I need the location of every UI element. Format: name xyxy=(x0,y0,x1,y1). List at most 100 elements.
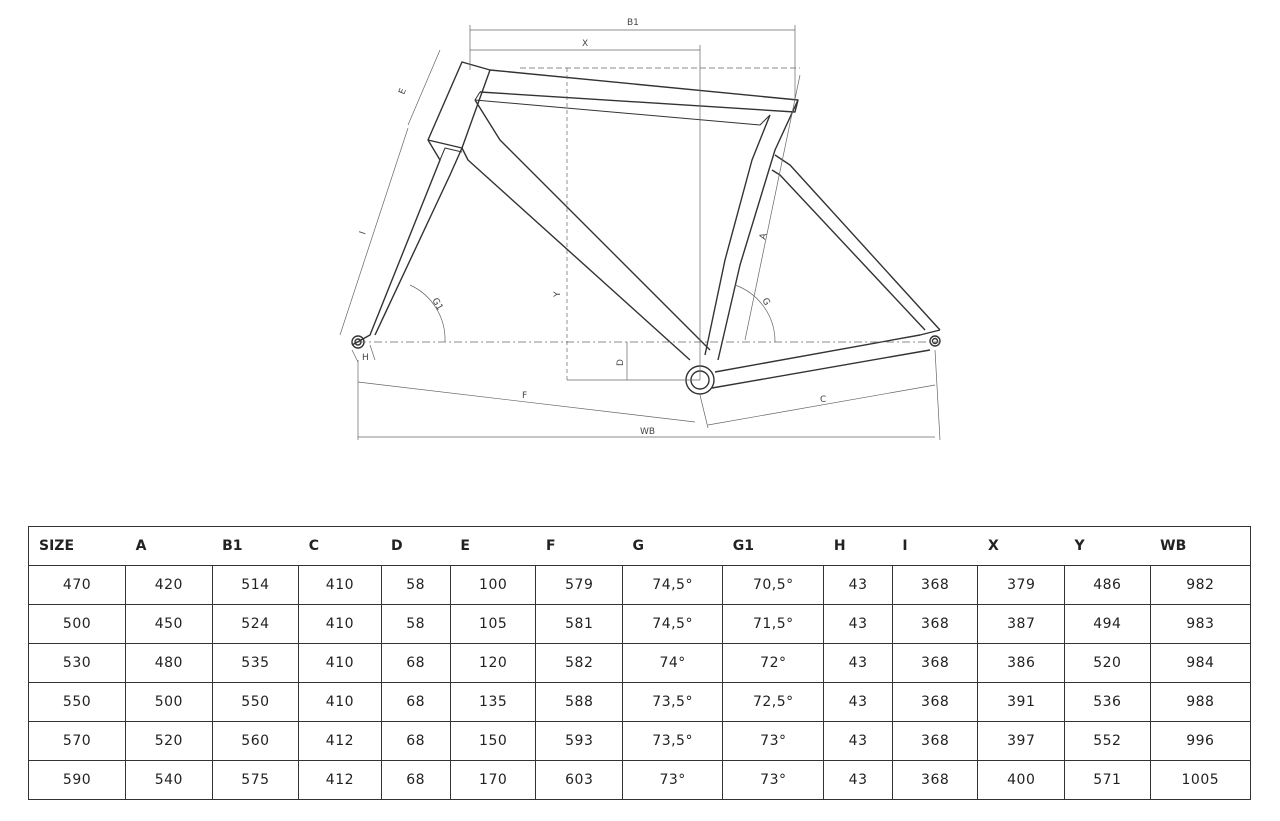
table-cell: 43 xyxy=(823,760,893,800)
table-cell: 379 xyxy=(977,565,1065,605)
table-cell: 73,5° xyxy=(621,682,724,722)
table-cell: 68 xyxy=(380,721,451,761)
down-tube xyxy=(461,99,711,361)
table-cell: 983 xyxy=(1149,604,1252,644)
table-cell: 100 xyxy=(449,565,537,605)
table-cell: 73° xyxy=(722,721,825,761)
table-cell: 500 xyxy=(27,604,127,644)
table-cell: 71,5° xyxy=(722,604,825,644)
table-cell: 582 xyxy=(535,643,623,683)
table-cell: 571 xyxy=(1064,760,1151,800)
table-cell: 500 xyxy=(125,682,213,722)
table-cell: 988 xyxy=(1149,682,1252,722)
table-cell: 524 xyxy=(211,604,300,644)
table-cell: 43 xyxy=(823,565,893,605)
top-tube xyxy=(479,69,799,113)
table-cell: 486 xyxy=(1064,565,1151,605)
table-cell: 105 xyxy=(449,604,537,644)
table-cell: 368 xyxy=(891,760,979,800)
table-cell: 74,5° xyxy=(621,565,724,605)
table-cell: 68 xyxy=(380,682,451,722)
table-cell: 450 xyxy=(125,604,213,644)
table-cell: 410 xyxy=(298,565,382,605)
table-cell: 397 xyxy=(977,721,1065,761)
label-c: C xyxy=(820,395,826,405)
table-cell: 400 xyxy=(977,760,1065,800)
table-cell: 368 xyxy=(891,604,979,644)
table-cell: 368 xyxy=(891,643,979,683)
column-header: B1 xyxy=(212,526,299,566)
table-cell: 570 xyxy=(27,721,127,761)
table-cell: 120 xyxy=(449,643,537,683)
table-cell: 590 xyxy=(27,760,127,800)
dimension-lines xyxy=(339,25,941,441)
table-cell: 58 xyxy=(380,604,451,644)
column-header: A xyxy=(125,526,213,566)
table-cell: 530 xyxy=(27,643,127,683)
table-cell: 520 xyxy=(125,721,213,761)
frame-geometry-diagram: B1 X E I G1 H Y D F WB C A G xyxy=(339,18,941,441)
column-header: I xyxy=(892,526,978,566)
table-cell: 514 xyxy=(211,565,300,605)
table-cell: 540 xyxy=(125,760,213,800)
table-cell: 368 xyxy=(891,565,979,605)
frame-drawing xyxy=(351,61,941,395)
table-cell: 58 xyxy=(380,565,451,605)
table-cell: 588 xyxy=(535,682,623,722)
table-cell: 520 xyxy=(1064,643,1151,683)
table-cell: 410 xyxy=(298,682,382,722)
table-cell: 550 xyxy=(211,682,300,722)
table-cell: 984 xyxy=(1149,643,1252,683)
table-cell: 391 xyxy=(977,682,1065,722)
table-cell: 43 xyxy=(823,604,893,644)
table-cell: 410 xyxy=(298,604,382,644)
table-cell: 368 xyxy=(891,682,979,722)
table-cell: 43 xyxy=(823,643,893,683)
table-cell: 575 xyxy=(211,760,300,800)
table-cell: 1005 xyxy=(1149,760,1252,800)
label-i: I xyxy=(358,230,368,236)
column-header: F xyxy=(535,526,623,566)
table-cell: 412 xyxy=(298,760,382,800)
label-wb: WB xyxy=(640,427,655,437)
table-cell: 70,5° xyxy=(722,565,825,605)
table-cell: 552 xyxy=(1064,721,1151,761)
label-d: D xyxy=(616,359,626,366)
column-header: G xyxy=(622,526,723,566)
table-cell: 43 xyxy=(823,721,893,761)
table-cell: 74° xyxy=(621,643,724,683)
table-cell: 73,5° xyxy=(621,721,724,761)
label-b1: B1 xyxy=(627,18,639,28)
column-header: G1 xyxy=(722,526,824,566)
table-cell: 43 xyxy=(823,682,893,722)
column-header: H xyxy=(823,526,893,566)
seat-tube xyxy=(704,99,799,361)
table-cell: 150 xyxy=(449,721,537,761)
table-cell: 73° xyxy=(621,760,724,800)
column-header: WB xyxy=(1150,526,1252,566)
table-cell: 74,5° xyxy=(621,604,724,644)
table-cell: 535 xyxy=(211,643,300,683)
table-cell: 550 xyxy=(27,682,127,722)
label-x: X xyxy=(582,39,588,49)
table-cell: 593 xyxy=(535,721,623,761)
table-cell: 410 xyxy=(298,643,382,683)
head-tube xyxy=(427,61,491,149)
label-e: E xyxy=(398,87,410,96)
label-y: Y xyxy=(553,291,563,298)
column-header: D xyxy=(381,526,451,566)
table-cell: 68 xyxy=(380,760,451,800)
table-cell: 579 xyxy=(535,565,623,605)
fork xyxy=(351,139,463,346)
rear-axle xyxy=(929,335,941,347)
table-cell: 72,5° xyxy=(722,682,825,722)
label-h: H xyxy=(362,353,369,363)
column-header: SIZE xyxy=(27,526,126,566)
table-cell: 494 xyxy=(1064,604,1151,644)
table-cell: 386 xyxy=(977,643,1065,683)
